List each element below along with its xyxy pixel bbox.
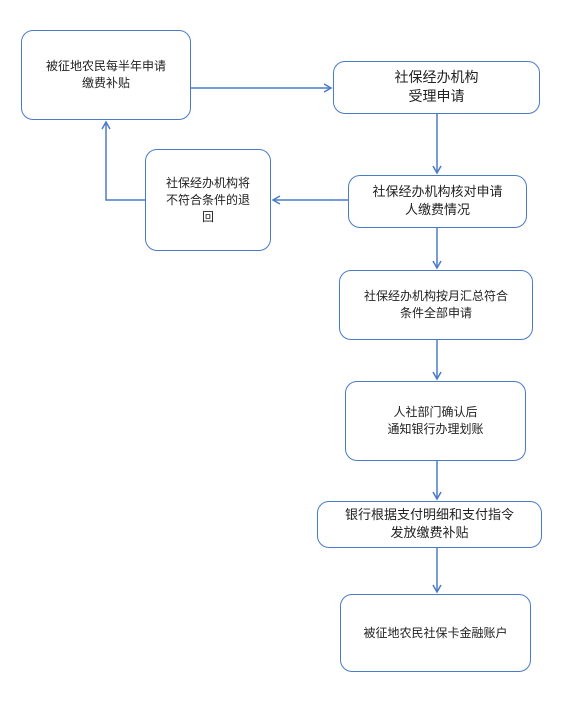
node-subsidy-application: 被征地农民每半年申请 缴费补贴: [21, 30, 191, 120]
node-accept-application: 社保经办机构 受理申请: [333, 61, 540, 114]
node-return-unqualified: 社保经办机构将 不符合条件的退 回: [145, 149, 271, 251]
node-confirm-notify-label: 人社部门确认后 通知银行办理划账: [387, 405, 484, 436]
node-accept-application-label: 社保经办机构 受理申请: [394, 69, 479, 105]
node-bank-disburse: 银行根据支付明细和支付指令 发放缴费补贴: [317, 501, 542, 548]
node-return-unqualified-label: 社保经办机构将 不符合条件的退 回: [165, 175, 250, 224]
node-verify-payment-label: 社保经办机构核对申请 人缴费情况: [372, 184, 503, 218]
arrow-return-to-application: [101, 120, 145, 201]
node-monthly-summary-label: 社保经办机构按月汇总符合 条件全部申请: [363, 289, 508, 320]
node-monthly-summary: 社保经办机构按月汇总符合 条件全部申请: [339, 270, 533, 340]
node-bank-disburse-label: 银行根据支付明细和支付指令 发放缴费补贴: [344, 507, 514, 541]
node-subsidy-application-label: 被征地农民每半年申请 缴费补贴: [45, 59, 166, 90]
node-deposit-account-label: 被征地农民社保卡金融账户: [363, 625, 508, 640]
node-confirm-notify: 人社部门确认后 通知银行办理划账: [345, 381, 526, 461]
node-deposit-account: 被征地农民社保卡金融账户: [340, 594, 531, 672]
node-verify-payment: 社保经办机构核对申请 人缴费情况: [348, 175, 527, 228]
